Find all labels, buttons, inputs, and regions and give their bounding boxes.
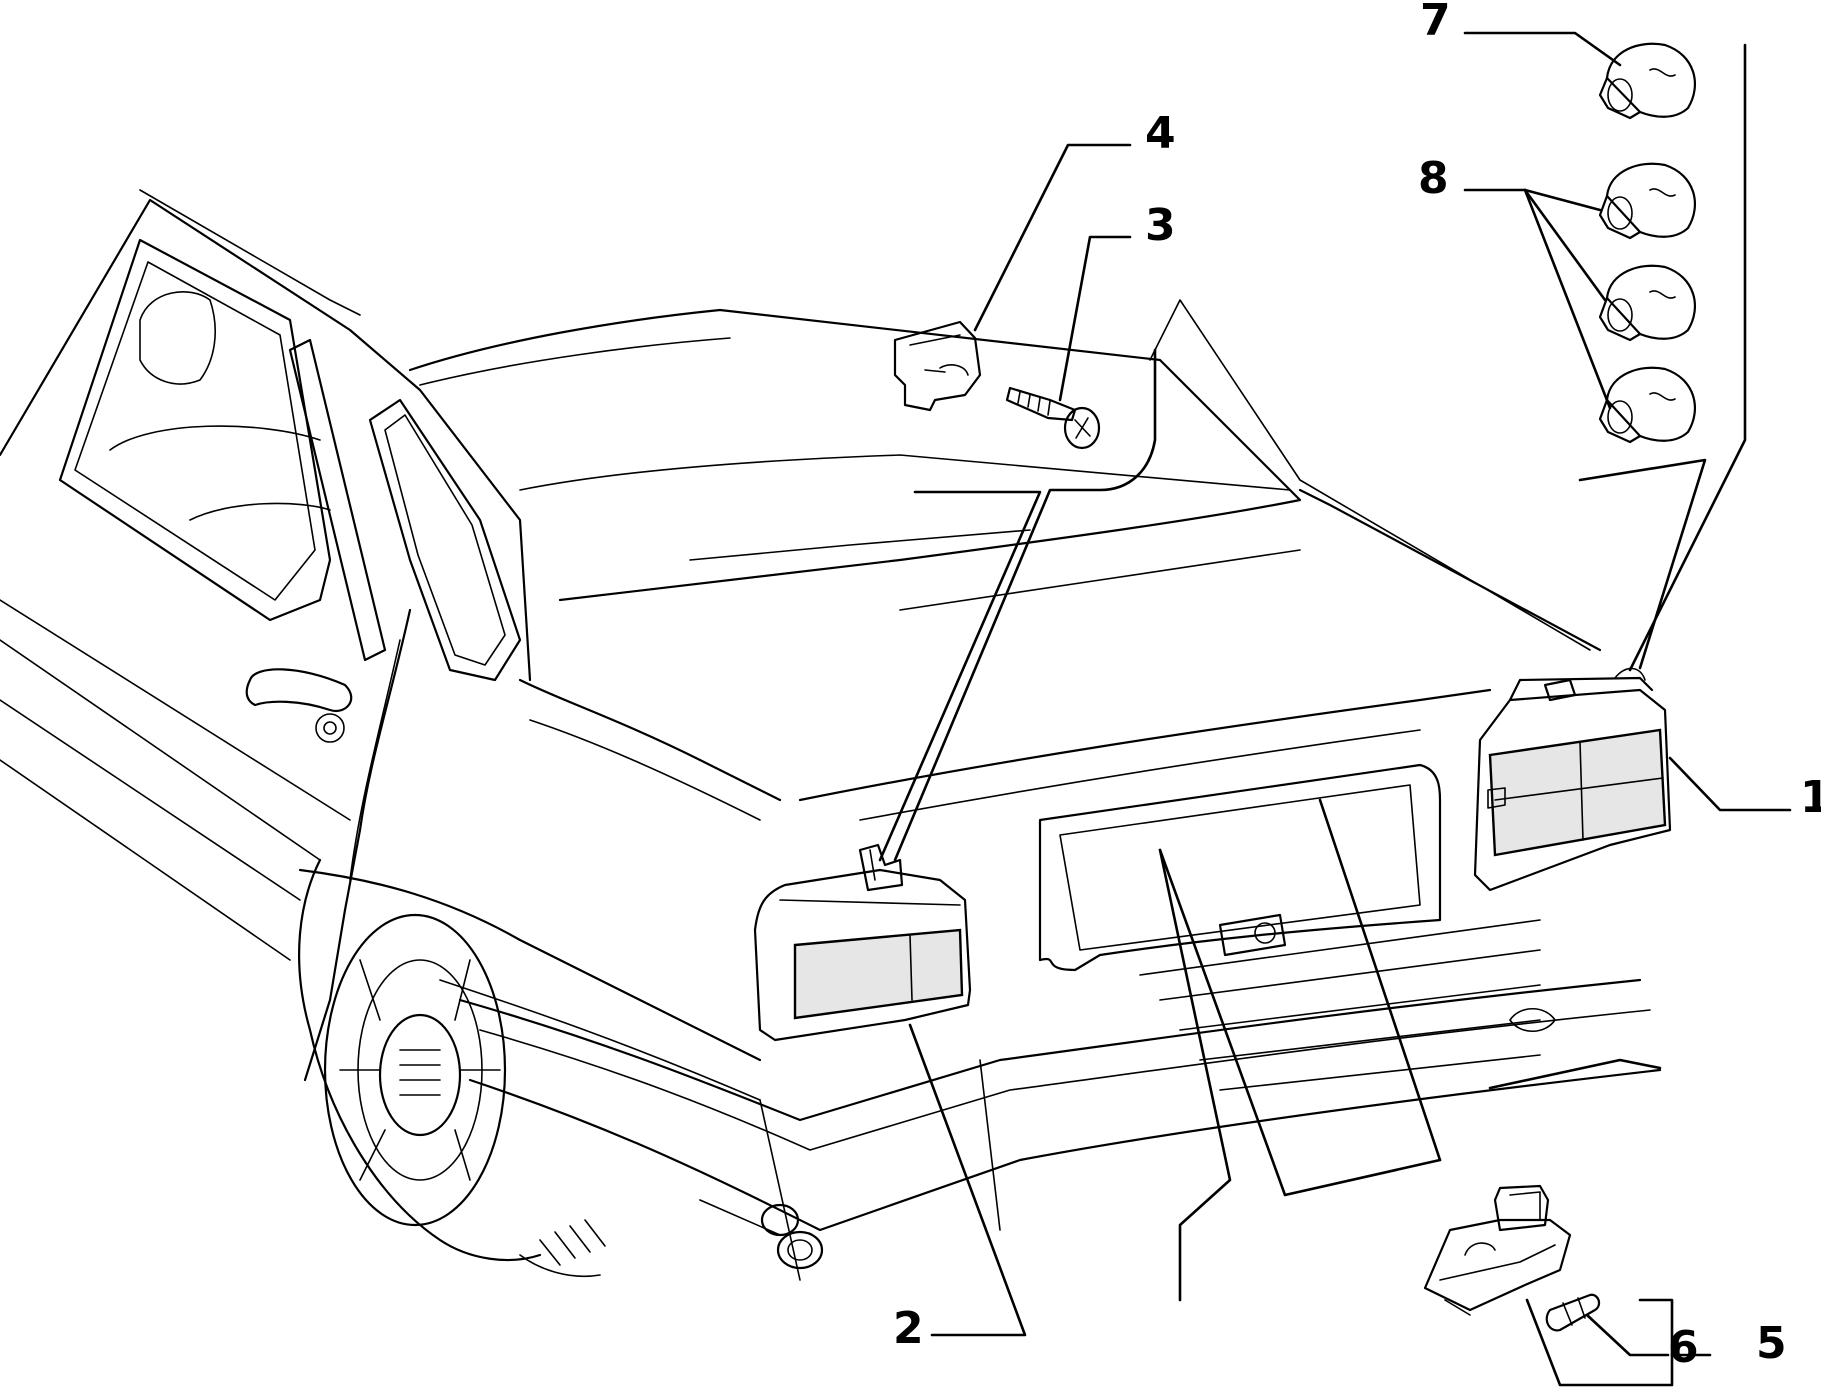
callout-3: 3 <box>1145 200 1176 251</box>
bulb-part-8-a <box>1598 162 1696 240</box>
callout-2: 2 <box>893 1303 924 1354</box>
bulb-part-7 <box>1598 42 1696 120</box>
callout-7: 7 <box>1420 0 1451 46</box>
bulb-part-8-b <box>1598 264 1696 342</box>
car-body <box>0 189 1662 1281</box>
callout-8: 8 <box>1418 153 1449 204</box>
callout-6: 6 <box>1668 1322 1699 1373</box>
callout-labels: 1 2 3 4 5 6 7 8 <box>893 0 1821 1373</box>
left-tail-light <box>753 843 972 1042</box>
clip-part-4 <box>893 320 982 412</box>
festoon-bulb-part-6 <box>1545 1293 1601 1332</box>
callout-1: 1 <box>1800 772 1821 823</box>
screw-part-3 <box>1005 386 1101 450</box>
callout-5: 5 <box>1756 1318 1787 1369</box>
leader-lines <box>878 31 1792 1387</box>
bulb-part-8-c <box>1598 366 1696 444</box>
rear-wheel <box>298 858 606 1278</box>
right-tail-light <box>1473 667 1672 892</box>
number-plate-lamp-part-5 <box>1423 1184 1572 1316</box>
callout-4: 4 <box>1145 108 1176 159</box>
